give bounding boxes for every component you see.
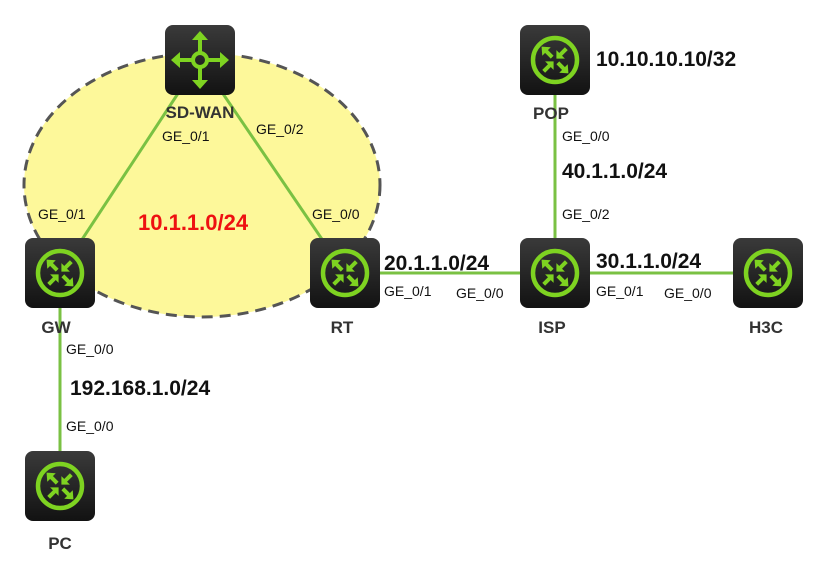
node-sdwan[interactable]: SD-WAN xyxy=(163,23,237,122)
iface-sdwan-rt: GE_0/2 xyxy=(256,121,304,137)
subnet-isp-h3c: 30.1.1.0/24 xyxy=(596,250,701,273)
router-icon xyxy=(520,238,590,308)
iface-isp-pop: GE_0/2 xyxy=(562,206,610,222)
router-icon xyxy=(25,451,95,521)
iface-pc-gw: GE_0/0 xyxy=(66,418,114,434)
iface-gw-pc: GE_0/0 xyxy=(66,341,114,357)
router-icon xyxy=(733,238,803,308)
node-h3c[interactable]: H3C xyxy=(733,238,803,337)
node-rt-label: RT xyxy=(331,318,354,337)
node-sdwan-label: SD-WAN xyxy=(166,103,235,122)
iface-h3c-isp: GE_0/0 xyxy=(664,285,712,301)
node-isp-label: ISP xyxy=(538,318,565,337)
iface-sdwan-gw: GE_0/1 xyxy=(162,128,210,144)
node-isp[interactable]: ISP xyxy=(520,238,590,337)
node-pc[interactable]: PC xyxy=(25,451,95,553)
iface-rt-sdwan: GE_0/0 xyxy=(312,206,360,222)
subnet-pop-loopback: 10.10.10.10/32 xyxy=(596,48,736,71)
iface-isp-rt: GE_0/0 xyxy=(456,285,504,301)
router-icon xyxy=(520,25,590,95)
subnet-rt-isp: 20.1.1.0/24 xyxy=(384,252,489,275)
node-pc-label: PC xyxy=(48,534,72,553)
node-rt[interactable]: RT xyxy=(310,238,380,337)
link-sdwan-rt xyxy=(198,59,347,274)
subnet-gw-pc: 192.168.1.0/24 xyxy=(70,377,210,400)
node-pop-label: POP xyxy=(533,104,569,123)
subnet-overlay: 10.1.1.0/24 xyxy=(138,210,249,235)
node-gw[interactable]: GW xyxy=(25,238,95,337)
iface-gw-sdwan: GE_0/1 xyxy=(38,206,86,222)
iface-rt-isp: GE_0/1 xyxy=(384,283,432,299)
subnet-pop-isp: 40.1.1.0/24 xyxy=(562,160,667,183)
node-h3c-label: H3C xyxy=(749,318,783,337)
node-pop[interactable]: POP xyxy=(520,25,590,123)
controller-icon xyxy=(163,23,237,97)
router-icon xyxy=(310,238,380,308)
link-sdwan-gw xyxy=(58,59,202,274)
overlay-region xyxy=(22,51,382,319)
iface-isp-h3c: GE_0/1 xyxy=(596,283,644,299)
router-icon xyxy=(25,238,95,308)
iface-pop-isp: GE_0/0 xyxy=(562,128,610,144)
node-gw-label: GW xyxy=(41,318,71,337)
